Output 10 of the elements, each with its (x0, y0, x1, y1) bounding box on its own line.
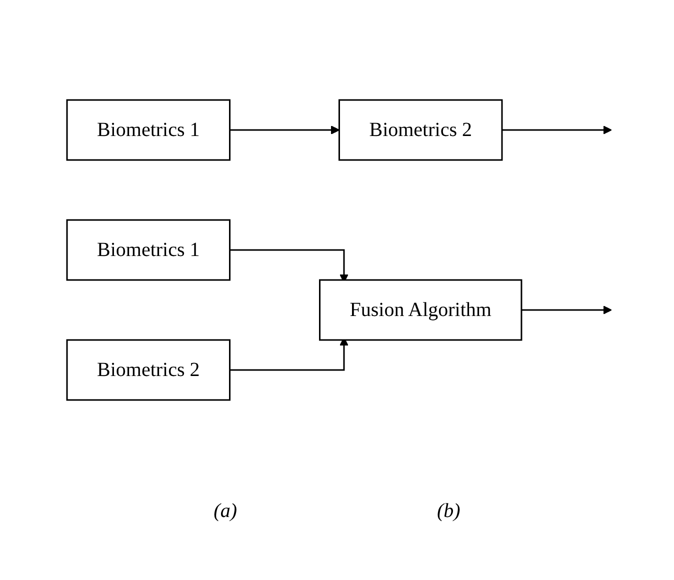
panel-label: (b) (437, 500, 460, 523)
arrow (230, 126, 340, 134)
node-box: Biometrics 2 (66, 339, 230, 401)
node-box: Biometrics 1 (66, 99, 230, 161)
arrow (502, 126, 612, 134)
panel-label: (a) (214, 500, 237, 523)
node-box: Biometrics 1 (66, 219, 230, 281)
node-box: Fusion Algorithm (318, 279, 522, 341)
arrow (521, 306, 612, 314)
node-box: Biometrics 2 (338, 99, 502, 161)
